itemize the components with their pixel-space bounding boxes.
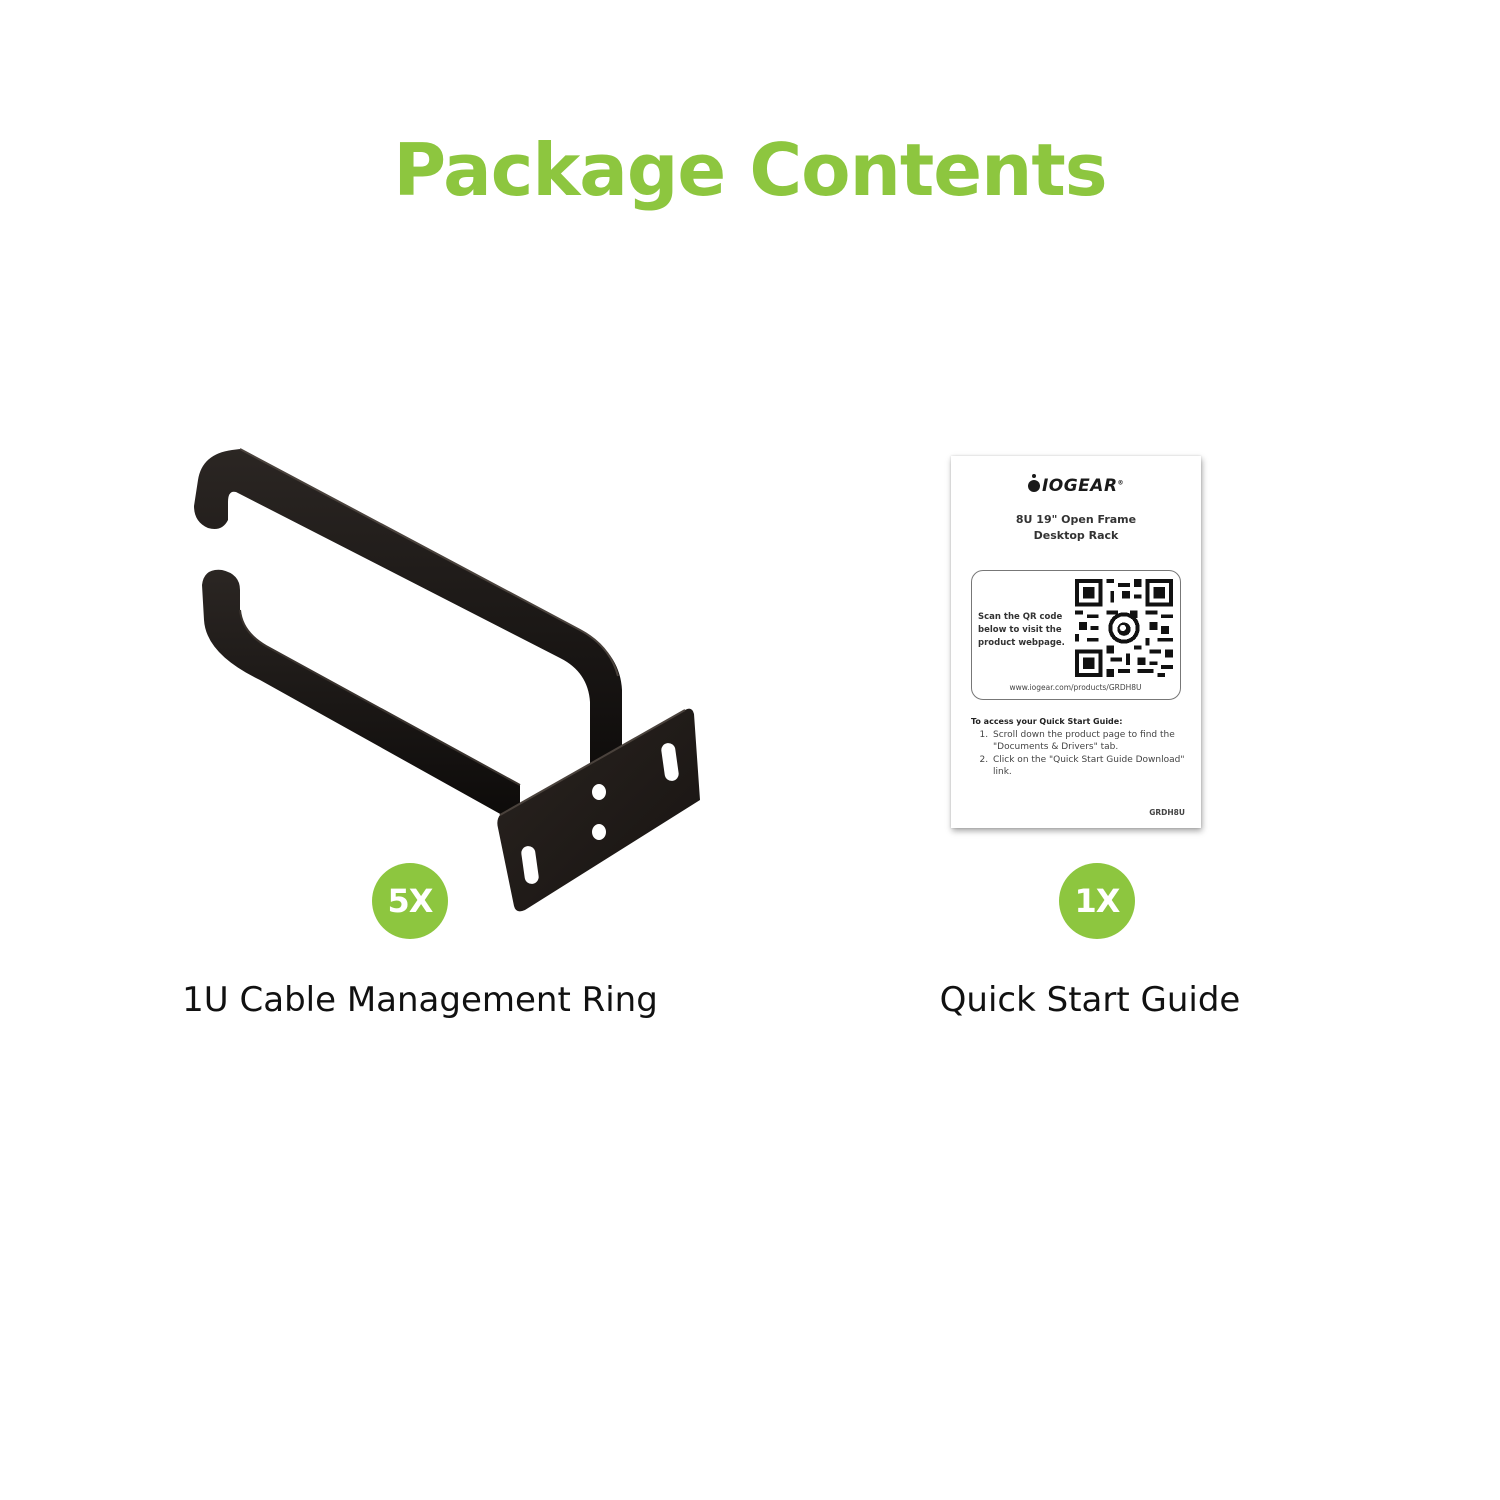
brand-logo: IOGEAR®: [951, 474, 1201, 496]
instruction-step: Click on the "Quick Start Guide Download…: [991, 754, 1191, 779]
item-label: Quick Start Guide: [939, 980, 1241, 1020]
sku-label: GRDH8U: [1149, 808, 1185, 817]
quantity-badge: 1X: [1059, 863, 1135, 939]
item-label: 1U Cable Management Ring: [182, 980, 658, 1020]
qr-prompt: Scan the QR code below to visit the prod…: [978, 612, 1065, 648]
qr-code-icon: [1075, 579, 1173, 677]
logo-mark-icon: [1027, 474, 1040, 492]
product-name: 8U 19" Open Frame Desktop Rack: [1015, 513, 1137, 542]
instruction-step: Scroll down the product page to find the…: [991, 729, 1191, 754]
cable-management-ring-illustration: [180, 440, 720, 920]
quantity-badge: 5X: [372, 863, 448, 939]
product-url: www.iogear.com/products/GRDH8U: [1009, 683, 1142, 692]
qr-section: Scan the QR code below to visit the prod…: [971, 570, 1181, 700]
instructions: To access your Quick Start Guide: Scroll…: [971, 716, 1191, 779]
quick-start-guide-card: IOGEAR® 8U 19" Open Frame Desktop Rack S…: [951, 456, 1201, 828]
page-title: Package Contents: [393, 128, 1107, 212]
instructions-heading: To access your Quick Start Guide:: [971, 717, 1123, 726]
